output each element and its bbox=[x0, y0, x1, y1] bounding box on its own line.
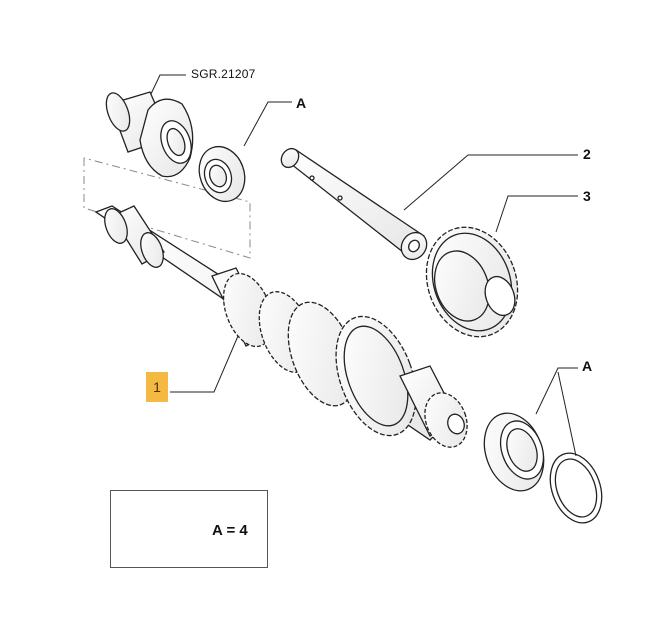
legend-quantity-text: A = 4 bbox=[212, 522, 248, 539]
pin-part bbox=[280, 147, 428, 261]
shim-ring-part bbox=[549, 452, 603, 524]
legend-box bbox=[110, 490, 268, 568]
main-shaft-part bbox=[94, 205, 468, 448]
dashed-outline bbox=[83, 157, 251, 259]
callout-part-1-highlight[interactable]: 1 bbox=[146, 372, 168, 402]
flange-sleeve-part bbox=[105, 91, 194, 178]
callout-a-top: A bbox=[296, 95, 307, 111]
bearing-right-part bbox=[483, 412, 545, 492]
sgr-reference-label: SGR.21207 bbox=[191, 67, 256, 81]
leader-lines bbox=[149, 74, 578, 457]
gear-part bbox=[425, 226, 519, 338]
callout-part-2: 2 bbox=[583, 146, 591, 162]
callout-part-3: 3 bbox=[583, 188, 591, 204]
callout-a-right: A bbox=[582, 358, 593, 374]
bearing-top-part bbox=[198, 145, 246, 203]
